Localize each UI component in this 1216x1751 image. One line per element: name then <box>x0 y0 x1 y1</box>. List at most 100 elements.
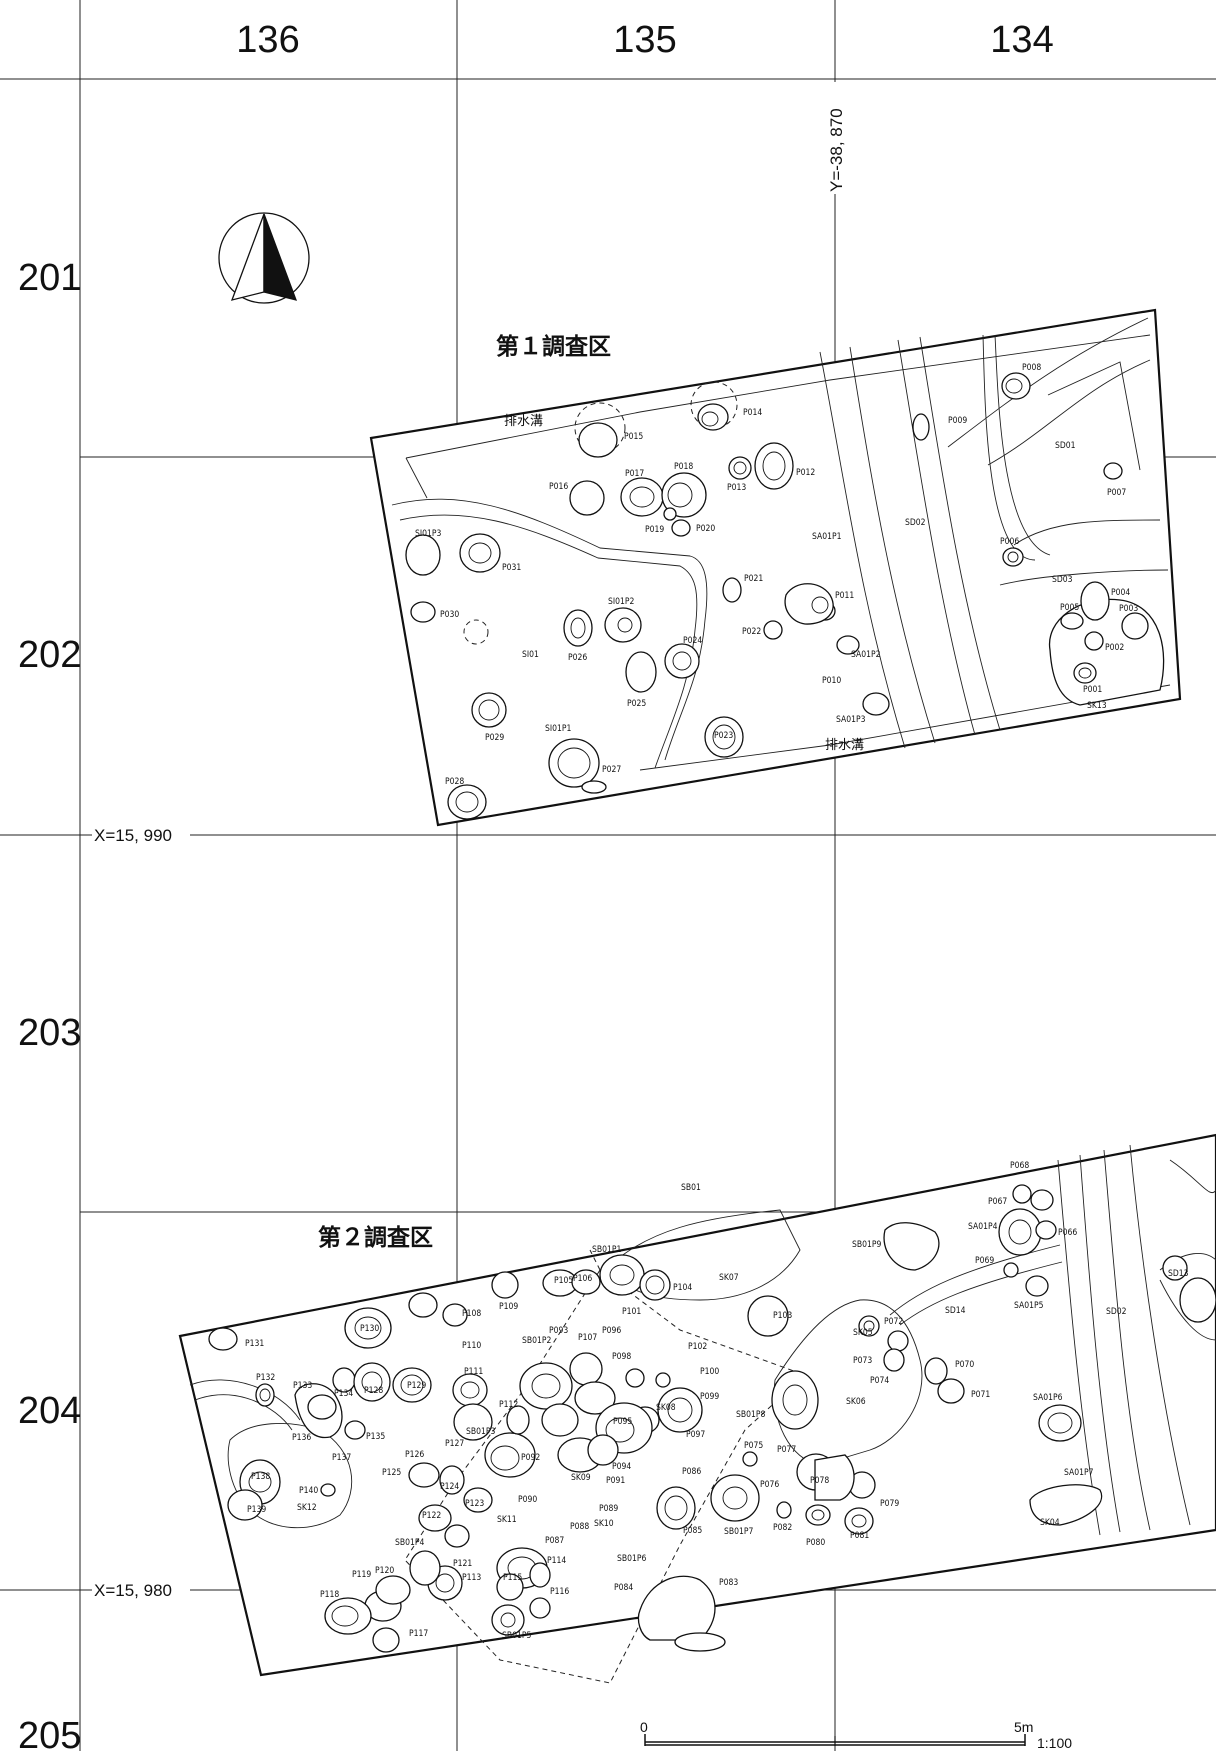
feature-label-P015: P015 <box>624 432 643 442</box>
row-header-204: 204 <box>18 1390 81 1432</box>
area2-feature-labels: P068 P067 SA01P4 P066 SB01 SB01P9 SB01P1… <box>245 1161 1189 1641</box>
feature-label-P107: P107 <box>578 1333 597 1343</box>
feature-label-P122: P122 <box>422 1511 441 1521</box>
feature-label-SA01P7: SA01P7 <box>1064 1468 1094 1478</box>
feature-label-P112: P112 <box>499 1400 518 1410</box>
feature-label-P005: P005 <box>1060 603 1079 613</box>
x-coordinate-label-upper: X=15, 990 <box>94 826 172 845</box>
feature-label-P138: P138 <box>251 1472 270 1482</box>
feature-label-P001: P001 <box>1083 685 1102 695</box>
feature-label-P091: P091 <box>606 1476 625 1486</box>
feature-label-P111: P111 <box>464 1367 483 1377</box>
feature-label-P094: P094 <box>612 1462 631 1472</box>
feature-label-SA01P2: SA01P2 <box>851 650 881 660</box>
feature-label-SK05: SK05 <box>853 1328 873 1338</box>
feature-label-P106: P106 <box>573 1274 592 1284</box>
feature-label-P077: P077 <box>777 1445 796 1455</box>
feature-label-P074: P074 <box>870 1376 889 1386</box>
feature-label-P131: P131 <box>245 1339 264 1349</box>
feature-label-P010: P010 <box>822 676 841 686</box>
feature-label-P118: P118 <box>320 1590 339 1600</box>
feature-label-P019: P019 <box>645 525 664 535</box>
feature-label-SB01: SB01 <box>681 1183 701 1193</box>
feature-label-SA01P3: SA01P3 <box>836 715 866 725</box>
feature-label-SK08: SK08 <box>656 1403 676 1413</box>
feature-label-P133: P133 <box>293 1381 312 1391</box>
feature-label-P011: P011 <box>835 591 854 601</box>
feature-label-SK09: SK09 <box>571 1473 591 1483</box>
feature-label-P087: P087 <box>545 1536 564 1546</box>
feature-label-SI01P2: SI01P2 <box>608 597 634 607</box>
feature-label-P116: P116 <box>550 1587 569 1597</box>
feature-label-SB01P7: SB01P7 <box>724 1527 753 1537</box>
feature-label-SK10: SK10 <box>594 1519 614 1529</box>
feature-label-P022: P022 <box>742 627 761 637</box>
feature-label-P075: P075 <box>744 1441 763 1451</box>
feature-label-P029: P029 <box>485 733 504 743</box>
feature-label-P110: P110 <box>462 1341 481 1351</box>
feature-label-SA01P1: SA01P1 <box>812 532 842 542</box>
feature-label-P119: P119 <box>352 1570 371 1580</box>
feature-label-P080: P080 <box>806 1538 825 1548</box>
feature-label-SA01P4: SA01P4 <box>968 1222 998 1232</box>
feature-label-P137: P137 <box>332 1453 351 1463</box>
feature-label-P068: P068 <box>1010 1161 1029 1171</box>
north-arrow-icon <box>218 212 310 304</box>
feature-label-P109: P109 <box>499 1302 518 1312</box>
feature-label-P095: P095 <box>613 1417 632 1427</box>
row-header-202: 202 <box>18 634 81 676</box>
feature-label-SD01: SD01 <box>1055 441 1076 451</box>
feature-label-P020: P020 <box>696 524 715 534</box>
feature-label-SI01P1: SI01P1 <box>545 724 571 734</box>
survey-area-2-title: 第２調査区 <box>318 1224 433 1251</box>
feature-label-P101: P101 <box>622 1307 641 1317</box>
feature-label-SB01P3: SB01P3 <box>466 1427 495 1437</box>
feature-label-P069: P069 <box>975 1256 994 1266</box>
feature-label-P017: P017 <box>625 469 644 479</box>
feature-label-P012: P012 <box>796 468 815 478</box>
feature-label-P127: P127 <box>445 1439 464 1449</box>
feature-label-SK06: SK06 <box>846 1397 866 1407</box>
column-header-135: 135 <box>613 19 676 61</box>
feature-label-P089: P089 <box>599 1504 618 1514</box>
feature-label-P007: P007 <box>1107 488 1126 498</box>
feature-label-P124: P124 <box>440 1482 459 1492</box>
scale-ratio-label: 1:100 <box>1037 1735 1072 1751</box>
feature-label-SB01P1: SB01P1 <box>592 1245 621 1255</box>
feature-label-P023: P023 <box>714 731 733 741</box>
feature-label-P070: P070 <box>955 1360 974 1370</box>
feature-label-SB01P8: SB01P8 <box>736 1410 765 1420</box>
feature-label-P092: P092 <box>521 1453 540 1463</box>
feature-label-P030: P030 <box>440 610 459 620</box>
column-header-134: 134 <box>990 19 1053 61</box>
feature-label-P073: P073 <box>853 1356 872 1366</box>
feature-label-P096: P096 <box>602 1326 621 1336</box>
feature-label-P084: P084 <box>614 1583 633 1593</box>
feature-label-P121: P121 <box>453 1559 472 1569</box>
feature-label-P021: P021 <box>744 574 763 584</box>
feature-label-P093: P093 <box>549 1326 568 1336</box>
feature-label-P027: P027 <box>602 765 621 775</box>
feature-label-P067: P067 <box>988 1197 1007 1207</box>
feature-label-P105: P105 <box>554 1276 573 1286</box>
feature-label-P140: P140 <box>299 1486 318 1496</box>
feature-label-SA01P5: SA01P5 <box>1014 1301 1044 1311</box>
scale-bar: 0 5m 1:100 <box>640 1719 1072 1751</box>
feature-label-P024: P024 <box>683 636 702 646</box>
feature-label-P082: P082 <box>773 1523 792 1533</box>
y-coordinate-label: Y=-38, 870 <box>827 108 846 192</box>
survey-area-1 <box>369 308 1182 827</box>
feature-label-P097: P097 <box>686 1430 705 1440</box>
feature-label-P123: P123 <box>465 1499 484 1509</box>
feature-label-P081: P081 <box>850 1531 869 1541</box>
feature-label-P031: P031 <box>502 563 521 573</box>
feature-label-P120: P120 <box>375 1566 394 1576</box>
feature-label-P136: P136 <box>292 1433 311 1443</box>
feature-label-P129: P129 <box>407 1381 426 1391</box>
feature-label-P085: P085 <box>683 1526 702 1536</box>
row-header-205: 205 <box>18 1715 81 1751</box>
feature-label-P130: P130 <box>360 1324 379 1334</box>
feature-label-P090: P090 <box>518 1495 537 1505</box>
feature-label-P113: P113 <box>462 1573 481 1583</box>
area1-feature-labels: P001 P002 P003 P004 P005 P006 P007 P008 … <box>415 363 1138 787</box>
